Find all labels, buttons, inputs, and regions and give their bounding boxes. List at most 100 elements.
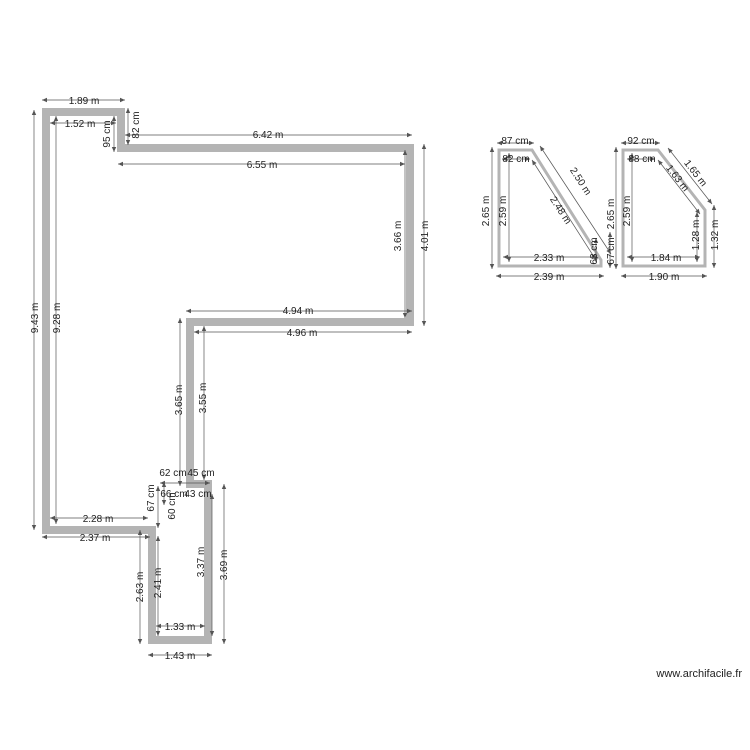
dim-arrowhead [421,321,427,326]
dim-arrowhead [627,254,632,260]
dim-arrowhead [400,161,405,167]
dim-label-66cm: 66 cm [160,489,187,500]
dim-label-2-33: 2.33 m [534,253,565,264]
dim-label-2-65-a: 2.65 m [481,196,492,227]
dim-label-3-66: 3.66 m [393,221,404,252]
dim-line [531,159,597,261]
dim-arrowhead [155,536,161,541]
dim-arrowhead [402,150,408,155]
dim-arrowhead [621,140,626,146]
dim-label-63cm: 63 cm [589,237,600,264]
dim-arrowhead [694,212,700,217]
dim-arrowhead [53,116,59,121]
dim-arrowhead [702,273,707,279]
dimension-labels: 1.89 m 1.52 m 82 cm 95 cm 6.42 m 6.55 m … [30,96,721,662]
dim-arrowhead [125,132,130,138]
dim-label-2-63: 2.63 m [135,572,146,603]
dim-arrowhead [607,232,613,237]
dim-arrowhead [53,519,59,524]
dim-arrowhead [650,156,655,162]
dim-label-9-43: 9.43 m [30,303,41,334]
dim-arrowhead [201,475,207,480]
dim-arrowhead [599,273,604,279]
dim-arrowhead [529,140,534,146]
dim-arrowhead [156,623,161,629]
dim-arrowhead [42,97,47,103]
dim-arrowhead [593,238,599,243]
dim-arrowhead [111,116,117,121]
dim-arrowhead [201,326,207,331]
dim-arrowhead [489,147,495,152]
main-plan-wall-outline [42,108,414,644]
dim-arrowhead [711,205,717,210]
dim-arrowhead [407,329,412,335]
dim-arrowhead [50,120,55,126]
dim-arrowhead [118,161,123,167]
dim-arrowhead [525,156,530,162]
dim-label-2-28: 2.28 m [83,514,114,525]
dim-arrowhead [31,110,37,115]
dim-arrowhead [148,652,153,658]
dim-arrowhead [155,631,161,636]
dim-label-67cm-a: 67 cm [606,237,617,264]
dim-label-60cm: 60 cm [167,492,178,519]
dim-arrowhead [200,623,205,629]
dim-arrowhead [658,160,663,166]
dim-arrowhead [125,140,131,145]
dim-label-82cm: 82 cm [131,111,142,138]
dim-arrowhead [209,494,215,499]
dim-arrowhead [668,148,673,154]
dim-label-87cm: 87 cm [501,136,528,147]
dim-arrowhead [496,273,501,279]
dim-arrowhead [209,631,215,636]
dim-line [667,147,713,205]
dim-arrowhead [155,523,161,528]
dim-label-3-69: 3.69 m [219,550,230,581]
dim-arrowhead [707,198,712,204]
dim-label-2-39: 2.39 m [534,272,565,283]
dim-label-1-89: 1.89 m [69,96,100,107]
room-b-walls [621,148,707,268]
dim-arrowhead [503,254,508,260]
dim-label-9-28: 9.28 m [52,303,63,334]
dim-label-1-32: 1.32 m [710,220,721,251]
dim-arrowhead [695,208,700,214]
dim-arrowhead [506,153,512,158]
watermark-text: www.archifacile.fr [655,668,742,680]
dim-arrowhead [532,160,537,166]
dim-label-43cm: 43 cm [184,489,211,500]
dim-arrowhead [143,515,148,521]
dim-arrowhead [407,132,412,138]
dim-arrowhead [111,147,117,152]
dim-label-1-84: 1.84 m [651,253,682,264]
dim-arrowhead [613,264,619,269]
dim-label-2-65-a2: 2.65 m [606,199,617,230]
dim-arrowhead [402,313,408,318]
dim-arrowhead [606,248,611,254]
dim-arrowhead [613,147,619,152]
dim-arrowhead [145,534,150,540]
dim-arrowhead [607,263,613,268]
dim-arrowhead [161,500,167,505]
dim-arrowhead [205,480,210,486]
dim-arrowhead [489,264,495,269]
dim-arrowhead [711,263,717,268]
dim-arrowhead [194,329,199,335]
dim-label-3-65: 3.65 m [174,385,185,416]
dim-arrowhead [593,257,599,262]
dim-label-4-96: 4.96 m [287,328,318,339]
dim-label-3-55: 3.55 m [198,383,209,414]
dim-label-92cm: 92 cm [627,136,654,147]
dim-label-2-59-b: 2.59 m [622,196,633,227]
dim-arrowhead [221,484,227,489]
dim-arrowhead [629,153,635,158]
dim-arrowhead [207,652,212,658]
dim-label-4-01: 4.01 m [420,221,431,252]
dim-arrowhead [31,525,37,530]
dim-label-2-41: 2.41 m [153,568,164,599]
dim-arrowhead [137,639,143,644]
dim-arrowhead [407,308,412,314]
dim-label-62cm: 62 cm [159,468,186,479]
room-b-wall-outline [621,148,707,268]
